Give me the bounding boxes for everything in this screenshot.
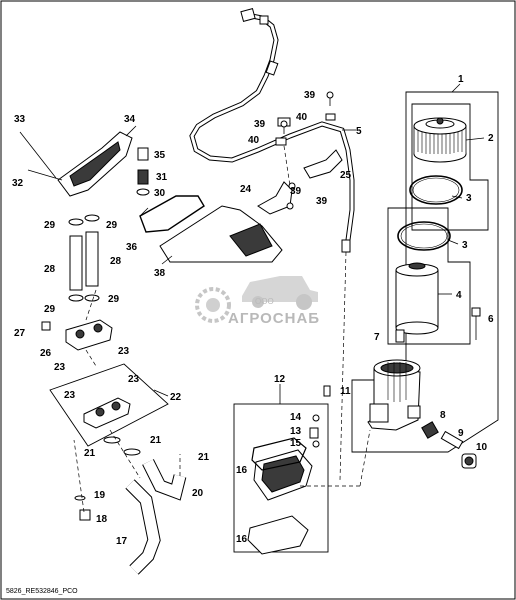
flange-26 — [41, 319, 113, 351]
fittings-8-10 — [421, 421, 477, 469]
callout-11: 11 — [340, 386, 351, 397]
callout-15: 15 — [290, 438, 302, 449]
leader-dashes — [73, 289, 371, 513]
callout-13: 13 — [290, 426, 302, 437]
callout-35: 35 — [154, 150, 166, 161]
leader-lines — [125, 83, 485, 404]
manifold-22 — [49, 363, 169, 456]
bolts-39 — [280, 91, 336, 210]
callout-32: 32 — [12, 178, 24, 189]
callout-16-upper: 16 — [236, 465, 248, 476]
hose-20 — [142, 459, 187, 501]
callout-21-c: 21 — [198, 452, 210, 463]
callout-3-lower: 3 — [462, 240, 468, 251]
callout-39-d: 39 — [316, 196, 328, 207]
callout-36: 36 — [126, 242, 138, 253]
callout-27: 27 — [14, 328, 26, 339]
callout-23-a: 23 — [118, 346, 130, 357]
callout-40-a: 40 — [296, 112, 308, 123]
callout-30: 30 — [154, 188, 166, 199]
callout-31: 31 — [156, 172, 168, 183]
gasket-36 — [139, 195, 205, 233]
agrosnab-watermark: ООО АГРОСНАБ — [195, 276, 320, 327]
callout-39-b: 39 — [254, 119, 266, 130]
tubes-28 — [68, 214, 100, 302]
callout-21-b: 21 — [84, 448, 96, 459]
drawing-code: 5826_RE532846_PCO — [6, 588, 78, 595]
callout-39-c: 39 — [290, 186, 302, 197]
callout-21-a: 21 — [150, 435, 162, 446]
callout-14: 14 — [290, 412, 302, 423]
oil-cooler-cover-34 — [19, 131, 150, 197]
callout-6: 6 — [488, 314, 494, 325]
bolt-6 — [471, 307, 481, 340]
callout-39-a: 39 — [304, 90, 316, 101]
callout-23-c: 23 — [128, 374, 140, 385]
callout-9: 9 — [458, 428, 464, 439]
callout-2: 2 — [488, 133, 494, 144]
callout-29-c: 29 — [44, 304, 56, 315]
callout-4: 4 — [456, 290, 462, 301]
filter-cap-2 — [413, 117, 467, 163]
callout-23-d: 23 — [64, 390, 76, 401]
callout-18: 18 — [96, 514, 108, 525]
callout-17: 17 — [116, 536, 128, 547]
callout-24: 24 — [240, 184, 252, 195]
watermark-prefix: ООО — [255, 297, 274, 306]
callout-labels: 1 2 3 3 4 5 6 7 8 9 10 11 12 13 14 15 16… — [12, 74, 494, 547]
callout-3-upper: 3 — [466, 193, 472, 204]
callout-8: 8 — [440, 410, 446, 421]
filter-element-4 — [395, 262, 439, 335]
callout-23-b: 23 — [54, 362, 66, 373]
callout-12: 12 — [274, 374, 286, 385]
callout-10: 10 — [476, 442, 488, 453]
callout-20: 20 — [192, 488, 204, 499]
callout-7: 7 — [374, 332, 380, 343]
callout-26: 26 — [40, 348, 52, 359]
hose-17 — [125, 479, 161, 575]
callout-25: 25 — [340, 170, 352, 181]
callout-33: 33 — [14, 114, 26, 125]
filter-housing — [367, 329, 421, 431]
cover-plate-38 — [159, 205, 283, 263]
callout-19: 19 — [94, 490, 106, 501]
callout-5: 5 — [356, 126, 362, 137]
callout-28-right: 28 — [110, 256, 122, 267]
valve-assembly-12 — [233, 385, 331, 555]
callout-16-lower: 16 — [236, 534, 248, 545]
callout-34: 34 — [124, 114, 136, 125]
hydraulic-tube-5 — [189, 8, 355, 481]
callout-40-b: 40 — [248, 135, 260, 146]
o-rings-3 — [397, 175, 463, 251]
watermark-brand: АГРОСНАБ — [228, 310, 320, 327]
callout-1: 1 — [458, 74, 464, 85]
callout-22: 22 — [170, 392, 182, 403]
callout-28-left: 28 — [44, 264, 56, 275]
callout-29-d: 29 — [108, 294, 120, 305]
callout-29-b: 29 — [106, 220, 118, 231]
bolt-18 — [74, 495, 91, 521]
callout-38: 38 — [154, 268, 166, 279]
callout-29-a: 29 — [44, 220, 56, 231]
